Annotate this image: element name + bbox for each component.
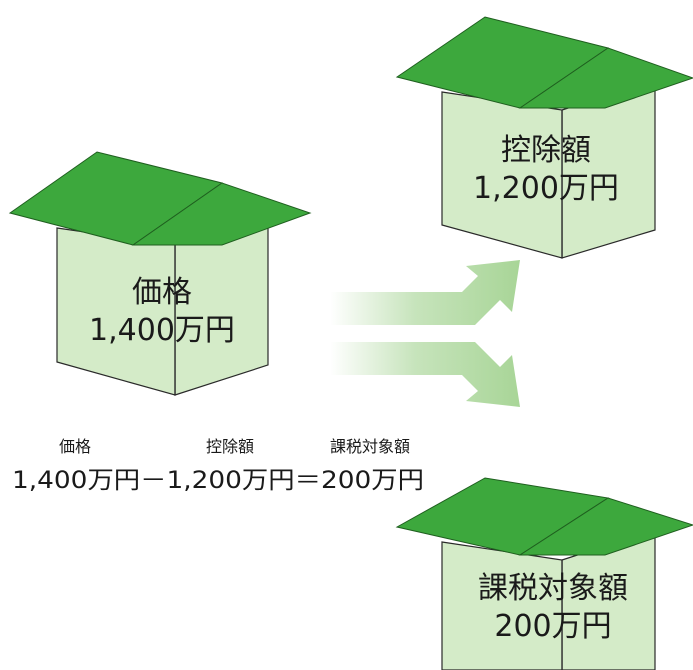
deduction-house-label: 控除額 <box>501 133 591 168</box>
taxable-house-amount: 200万円 <box>494 609 611 644</box>
price-house-front-wall <box>56 227 176 396</box>
deduction-house-amount: 1,200万円 <box>473 171 619 206</box>
equation-taxable-label: 課税対象額 <box>330 437 410 456</box>
taxable-house-roof-right <box>518 497 693 556</box>
equation: 価格 控除額 課税対象額 1,400万円－1,200万円＝200万円 <box>12 437 424 494</box>
taxable-house-front-wall <box>441 541 563 670</box>
price-house-amount: 1,400万円 <box>89 313 235 348</box>
equation-price-label: 価格 <box>59 437 91 456</box>
price-house-roof-right <box>131 182 312 246</box>
price-house: 価格 1,400万円 <box>8 151 312 396</box>
equation-deduction-label: 控除額 <box>206 437 254 456</box>
deduction-house: 控除額 1,200万円 <box>395 16 693 259</box>
arrow-down-right <box>330 342 520 407</box>
arrow-up-right <box>330 260 520 325</box>
taxable-house-label: 課税対象額 <box>478 571 628 606</box>
equation-formula: 1,400万円－1,200万円＝200万円 <box>12 466 424 494</box>
taxable-house: 課税対象額 200万円 <box>395 477 693 670</box>
split-arrows <box>330 260 520 407</box>
price-house-label: 価格 <box>132 275 192 310</box>
deduction-house-roof-right <box>518 47 693 109</box>
